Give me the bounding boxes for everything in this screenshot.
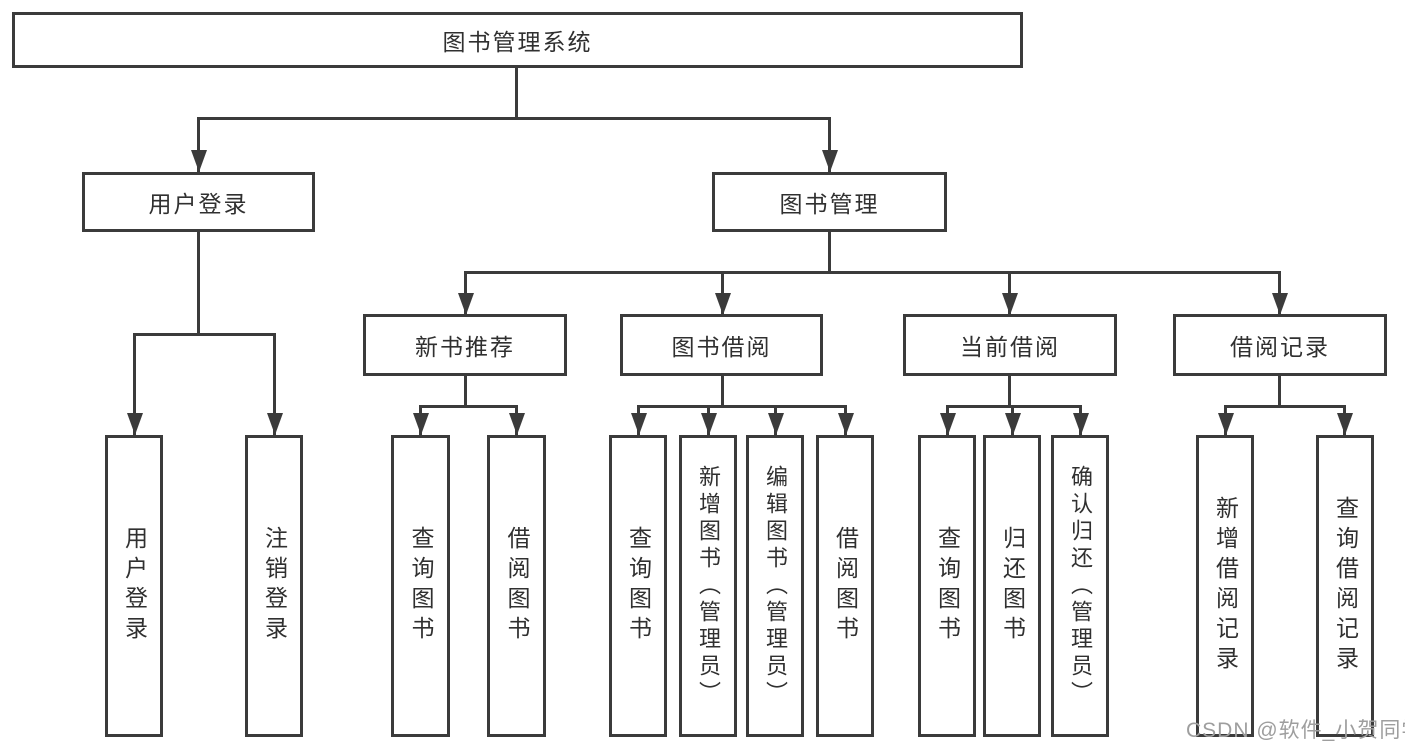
leaf-recommend-borrow-books: 借阅图书 bbox=[487, 435, 546, 737]
node-user-login: 用户登录 bbox=[82, 172, 315, 232]
leaf-label: 新增借阅记录 bbox=[1212, 496, 1239, 676]
leaf-borrow-query-books: 查询图书 bbox=[609, 435, 667, 737]
arrow-down-icon bbox=[126, 333, 143, 435]
leaf-recommend-query-books: 查询图书 bbox=[391, 435, 450, 737]
node-label: 图书管理系统 bbox=[442, 29, 593, 55]
arrow-down-icon bbox=[508, 405, 525, 435]
leaf-label: 归还图书 bbox=[999, 526, 1026, 646]
connector-line bbox=[197, 117, 831, 120]
leaf-current-confirm-return: 确认归还（管理员） bbox=[1051, 435, 1109, 737]
leaf-records-add-record: 新增借阅记录 bbox=[1196, 435, 1254, 737]
connector-line bbox=[721, 376, 724, 408]
leaf-label: 查询图书 bbox=[408, 526, 434, 646]
arrow-down-icon bbox=[1336, 405, 1353, 435]
arrow-down-icon bbox=[190, 117, 207, 172]
node-library-management-system: 图书管理系统 bbox=[12, 12, 1023, 68]
leaf-current-query-books: 查询图书 bbox=[918, 435, 976, 737]
node-label: 图书管理 bbox=[779, 191, 880, 217]
connector-line bbox=[1224, 405, 1346, 408]
leaf-user-login: 用户登录 bbox=[105, 435, 163, 737]
leaf-borrow-borrow-books: 借阅图书 bbox=[816, 435, 874, 737]
arrow-down-icon bbox=[1217, 405, 1234, 435]
csdn-watermark: CSDN @软件_小贺同学 bbox=[1186, 719, 1405, 742]
connector-line bbox=[1278, 376, 1281, 408]
leaf-borrow-edit-books: 编辑图书（管理员） bbox=[746, 435, 804, 737]
node-book-management: 图书管理 bbox=[712, 172, 947, 232]
node-label: 用户登录 bbox=[148, 191, 249, 217]
connector-line bbox=[197, 232, 200, 336]
connector-line bbox=[637, 405, 847, 408]
arrow-down-icon bbox=[837, 405, 854, 435]
arrow-down-icon bbox=[266, 333, 283, 435]
leaf-label: 查询借阅记录 bbox=[1332, 496, 1359, 676]
node-label: 图书借阅 bbox=[671, 334, 772, 360]
arrow-down-icon bbox=[1001, 271, 1018, 315]
arrow-down-icon bbox=[821, 117, 838, 172]
leaf-logout: 注销登录 bbox=[245, 435, 303, 737]
leaf-label: 注销登录 bbox=[261, 526, 288, 646]
connector-line bbox=[419, 405, 518, 408]
node-new-book-recommendation: 新书推荐 bbox=[363, 314, 567, 376]
leaf-label: 确认归还（管理员） bbox=[1068, 464, 1093, 708]
arrow-down-icon bbox=[1271, 271, 1288, 315]
leaf-records-query-record: 查询借阅记录 bbox=[1316, 435, 1374, 737]
arrow-down-icon bbox=[1072, 405, 1089, 435]
arrow-down-icon bbox=[630, 405, 647, 435]
connector-line bbox=[946, 405, 1082, 408]
arrow-down-icon bbox=[939, 405, 956, 435]
leaf-label: 查询图书 bbox=[934, 526, 961, 646]
connector-line bbox=[464, 376, 467, 408]
arrow-down-icon bbox=[714, 271, 731, 315]
node-label: 新书推荐 bbox=[415, 334, 515, 360]
node-current-borrowing: 当前借阅 bbox=[903, 314, 1117, 376]
connector-line bbox=[464, 271, 1281, 274]
arrow-down-icon bbox=[767, 405, 784, 435]
arrow-down-icon bbox=[1004, 405, 1021, 435]
leaf-borrow-add-books: 新增图书（管理员） bbox=[679, 435, 737, 737]
node-label: 当前借阅 bbox=[960, 334, 1060, 360]
leaf-label: 查询图书 bbox=[625, 526, 652, 646]
leaf-label: 新增图书（管理员） bbox=[696, 464, 721, 708]
leaf-label: 借阅图书 bbox=[504, 526, 530, 646]
connector-line bbox=[133, 333, 276, 336]
node-book-borrowing: 图书借阅 bbox=[620, 314, 823, 376]
leaf-current-return-books: 归还图书 bbox=[983, 435, 1041, 737]
connector-line bbox=[828, 232, 831, 274]
connector-line bbox=[515, 66, 518, 119]
leaf-label: 编辑图书（管理员） bbox=[763, 464, 788, 708]
leaf-label: 借阅图书 bbox=[832, 526, 859, 646]
node-label: 借阅记录 bbox=[1230, 334, 1330, 360]
arrow-down-icon bbox=[700, 405, 717, 435]
leaf-label: 用户登录 bbox=[121, 526, 148, 646]
node-borrowing-records: 借阅记录 bbox=[1173, 314, 1387, 376]
arrow-down-icon bbox=[457, 271, 474, 315]
arrow-down-icon bbox=[412, 405, 429, 435]
connector-line bbox=[1008, 376, 1011, 408]
